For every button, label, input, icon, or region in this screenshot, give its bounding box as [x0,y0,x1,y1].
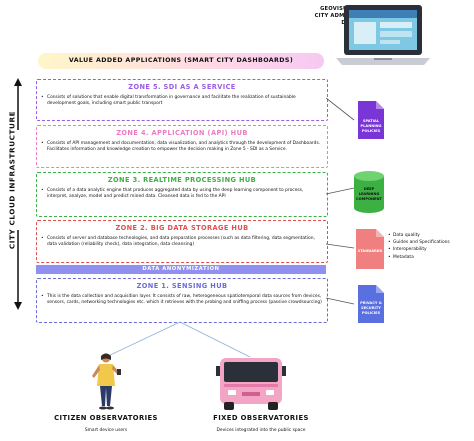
citizen-person-icon [92,353,121,410]
fixed-observatories-subtitle: Devices integrated into the public space [216,428,306,433]
spatial-label-1: SPATIAL [363,119,380,123]
citizen-observatories-title: CITIZEN OBSERVATORIES [54,414,158,422]
privacy-label-3: POLICIES [362,311,381,315]
standards-label: STANDARDS [358,249,383,253]
zone-4-bullet: Consists of API management and documenta… [41,141,323,153]
laptop-icon [336,5,430,65]
zone-3-bullet: Consists of a data analytic engine that … [41,188,323,200]
spatial-planning-document-icon: SPATIAL PLANNING POLICIES [358,101,384,139]
citizen-observatories-subtitle: Smart device users [84,428,128,433]
zone-5-title: ZONE 5. SDI AS A SERVICE [128,83,236,91]
spatial-label-2: PLANNING [360,124,381,128]
zone-1-body: This is the data collection and acquisit… [41,294,323,306]
standards-item: Data quality [388,232,450,239]
connector-zone1 [326,297,355,305]
zone-5-body: Consists of solutions that enable digita… [41,95,323,107]
zone-1-box: ZONE 1. SENSING HUB This is the data col… [36,278,328,323]
privacy-label-2: SECURITY [361,306,381,310]
zone-4-box: ZONE 4. APPLICATION (API) HUB Consists o… [36,125,328,168]
zone-4-title: ZONE 4. APPLICATION (API) HUB [116,129,248,137]
fixed-observatories-title: FIXED OBSERVATORIES [213,414,309,422]
zone-5-bullet: Consists of solutions that enable digita… [41,95,323,107]
connector-zone5 [326,97,355,121]
vertical-double-arrow-icon [13,78,23,310]
connector-zone3 [326,187,355,195]
zone-3-title: ZONE 3. REALTIME PROCESSING HUB [107,176,257,184]
standards-item: Metadata [388,254,450,261]
standards-list: Data quality Guides and Specifications I… [388,232,450,261]
deep-label-3: COMPONENT [356,197,382,201]
connector-lines [326,97,355,305]
zone-2-box: ZONE 2. BIG DATA STORAGE HUB Consists of… [36,220,328,263]
zone-2-title: ZONE 2. BIG DATA STORAGE HUB [115,224,249,232]
zone-2-bullet: Consists of server and database technolo… [41,236,323,248]
zone-5-box: ZONE 5. SDI AS A SERVICE Consists of sol… [36,79,328,121]
deep-label-2: LEARNING [359,192,380,196]
standards-item: Interoperability [388,246,450,253]
bus-icon [216,358,286,410]
zone-2-body: Consists of server and database technolo… [41,236,323,248]
privacy-security-document-icon: PRIVACY & SECURITY POLICIES [358,285,384,323]
connector-zone2 [326,243,355,249]
deep-learning-database-icon: DEEP LEARNING COMPONENT [354,171,384,213]
deep-label-1: DEEP [364,187,375,191]
zone-3-box: ZONE 3. REALTIME PROCESSING HUB Consists… [36,172,328,217]
zone-4-body: Consists of API management and documenta… [41,141,323,153]
standards-document-icon: STANDARDS [356,229,384,269]
zone-1-title: ZONE 1. SENSING HUB [136,282,228,290]
privacy-label-1: PRIVACY & [360,301,382,305]
standards-item: Guides and Specifications [388,239,450,246]
spatial-label-3: POLICIES [362,129,381,133]
signal-lines [105,321,251,358]
city-cloud-label: CITY CLOUD INFRASTRUCTURE [7,110,17,250]
data-anonymization-bar: DATA ANONYMIZATION [36,265,326,274]
zone-3-body: Consists of a data analytic engine that … [41,188,323,200]
value-added-banner: VALUE ADDED APPLICATIONS (SMART CITY DAS… [38,53,324,69]
zone-1-bullet: This is the data collection and acquisit… [41,294,323,306]
